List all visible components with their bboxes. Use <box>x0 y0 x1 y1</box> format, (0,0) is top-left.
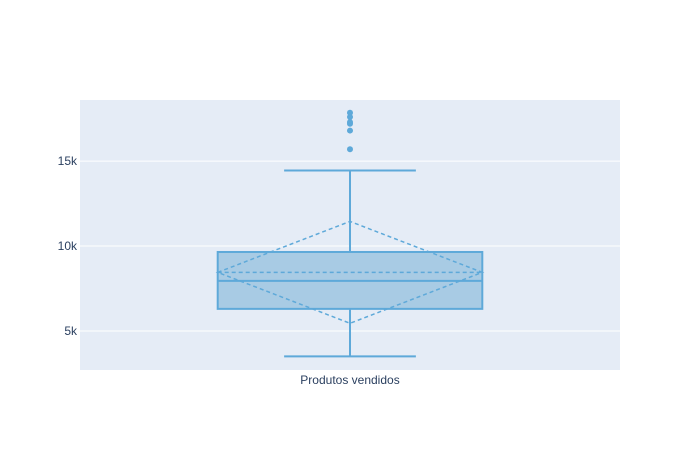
x-tick-label: Produtos vendidos <box>300 373 399 387</box>
outlier-point <box>347 113 353 120</box>
outlier-point <box>347 127 353 134</box>
outlier-point <box>347 119 353 126</box>
outlier-point <box>347 146 353 153</box>
box-trace[interactable] <box>215 109 485 358</box>
y-tick-label: 15k <box>58 154 78 168</box>
y-tick-label: 5k <box>64 324 78 338</box>
y-tick-label: 10k <box>58 239 78 253</box>
y-axis-tick-labels: 5k 10k 15k <box>58 154 78 338</box>
outlier-point <box>347 109 353 116</box>
sd-diamond <box>215 220 485 325</box>
x-axis-tick-labels: Produtos vendidos <box>300 373 399 387</box>
